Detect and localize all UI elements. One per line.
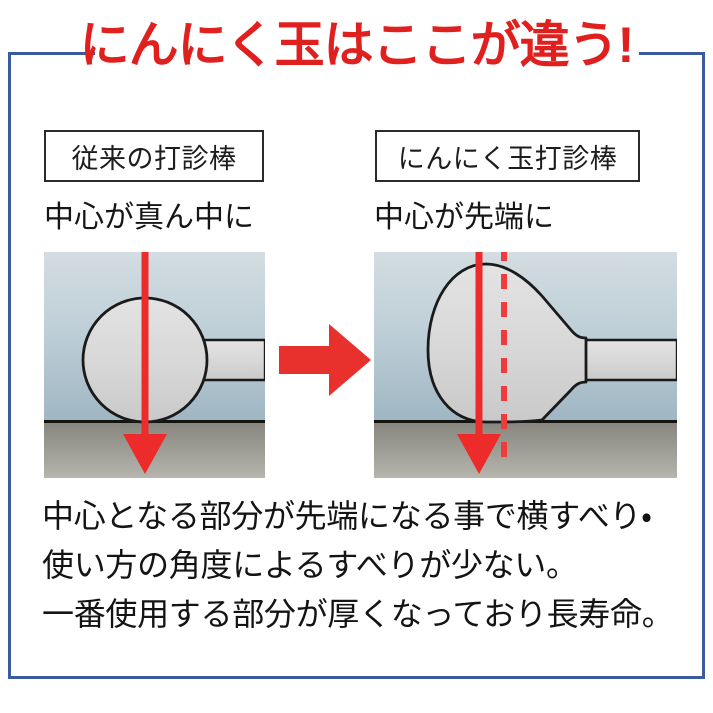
body-line-2: 使い方の角度によるすべりが少ない。 xyxy=(42,547,578,583)
right-center-arrow-icon xyxy=(457,252,501,474)
frame-top-right-segment xyxy=(639,52,705,55)
body-line-1: 中心となる部分が先端になる事で横すべり・ xyxy=(42,498,652,534)
right-arrow-icon xyxy=(279,324,371,396)
right-probe-shaft xyxy=(582,338,677,382)
right-caption: 中心が先端に xyxy=(374,201,554,234)
right-product-label-text: にんにく玉打診棒 xyxy=(397,143,618,174)
body-line-3: 一番使用する部分が厚くなっており長寿命。 xyxy=(42,596,674,632)
frame-left-edge xyxy=(8,52,11,679)
transition-arrow xyxy=(279,318,371,402)
page-title: にんにく玉はここが違う! xyxy=(79,17,635,73)
right-panel-ground xyxy=(374,422,677,478)
left-center-arrow-icon xyxy=(123,252,167,474)
body-copy: 中心となる部分が先端になる事で横すべり・ 使い方の角度によるすべりが少ない。 一… xyxy=(42,492,682,639)
right-illustration-panel xyxy=(374,252,677,478)
frame-bottom-edge xyxy=(8,676,705,679)
left-product-label-box: 従来の打診棒 xyxy=(44,130,264,182)
frame-right-edge xyxy=(702,52,705,679)
left-illustration-panel xyxy=(44,252,265,478)
left-probe-diagram xyxy=(44,252,265,478)
frame-top-left-segment xyxy=(8,52,95,55)
right-probe-diagram xyxy=(374,252,677,478)
left-caption: 中心が真ん中に xyxy=(44,201,254,234)
right-product-label-box: にんにく玉打診棒 xyxy=(375,130,640,182)
left-product-label-text: 従来の打診棒 xyxy=(71,143,237,174)
